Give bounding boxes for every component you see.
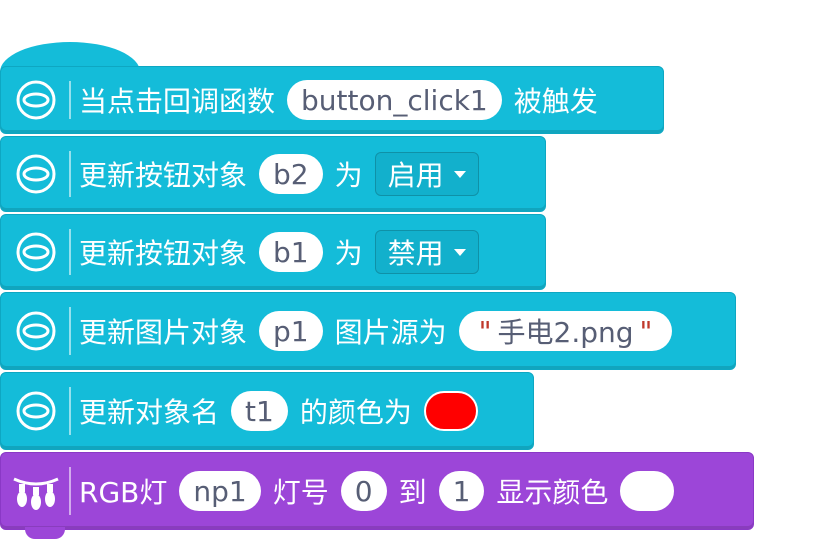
chevron-down-icon xyxy=(453,248,466,256)
bracelet-icon xyxy=(1,67,71,133)
light-from-input[interactable]: 0 xyxy=(340,471,387,511)
update-image-label: 更新图片对象 xyxy=(79,316,248,349)
state-dropdown[interactable]: 启用 xyxy=(374,152,479,196)
state-dropdown-value: 启用 xyxy=(387,159,444,192)
color-as-label: 的颜色为 xyxy=(299,396,412,429)
quote-open-icon: " xyxy=(478,314,492,348)
to-label: 到 xyxy=(398,476,427,509)
bracelet-icon xyxy=(1,373,71,449)
update-image-block[interactable]: 更新图片对象 p1 图片源为 " 手电2.png " xyxy=(0,292,736,370)
button-object-input[interactable]: b2 xyxy=(259,154,323,194)
state-dropdown[interactable]: 禁用 xyxy=(374,230,479,274)
image-source-input[interactable]: " 手电2.png " xyxy=(458,311,673,351)
rgb-light-block[interactable]: RGB灯 np1 灯号 0 到 1 显示颜色 xyxy=(0,452,754,539)
update-button-label: 更新按钮对象 xyxy=(79,159,248,192)
callback-suffix: 被触发 xyxy=(513,85,598,118)
bracelet-icon xyxy=(1,215,71,289)
update-button-b2-block[interactable]: 更新按钮对象 b2 为 启用 xyxy=(0,136,546,212)
color-picker-swatch[interactable] xyxy=(423,391,478,431)
callback-name-input[interactable]: button_click1 xyxy=(287,80,502,120)
light-to-input[interactable]: 1 xyxy=(438,471,485,511)
rgb-lights-icon xyxy=(1,453,71,529)
update-button-b1-block[interactable]: 更新按钮对象 b1 为 禁用 xyxy=(0,214,546,290)
image-source-value: 手电2.png xyxy=(497,316,634,349)
update-object-name-label: 更新对象名 xyxy=(79,396,220,429)
bracelet-icon xyxy=(1,137,71,211)
as-label: 为 xyxy=(334,237,363,270)
display-color-label: 显示颜色 xyxy=(496,476,609,509)
bracelet-icon xyxy=(1,293,71,369)
as-label: 为 xyxy=(334,159,363,192)
callback-block[interactable]: 当点击回调函数 button_click1 被触发 xyxy=(0,66,664,134)
light-index-label: 灯号 xyxy=(272,476,329,509)
state-dropdown-value: 禁用 xyxy=(387,237,444,270)
quote-close-icon: " xyxy=(639,314,653,348)
image-object-input[interactable]: p1 xyxy=(259,311,323,351)
rgb-object-input[interactable]: np1 xyxy=(179,471,261,511)
callback-label: 当点击回调函数 xyxy=(79,85,276,118)
button-object-input[interactable]: b1 xyxy=(259,232,323,272)
update-color-block[interactable]: 更新对象名 t1 的颜色为 xyxy=(0,372,534,450)
rgb-light-label: RGB灯 xyxy=(79,476,168,509)
color-picker-swatch[interactable] xyxy=(620,471,675,511)
update-button-label: 更新按钮对象 xyxy=(79,237,248,270)
object-name-input[interactable]: t1 xyxy=(231,391,288,431)
image-source-label: 图片源为 xyxy=(334,316,447,349)
block-connector-notch xyxy=(25,527,65,539)
chevron-down-icon xyxy=(453,170,466,178)
